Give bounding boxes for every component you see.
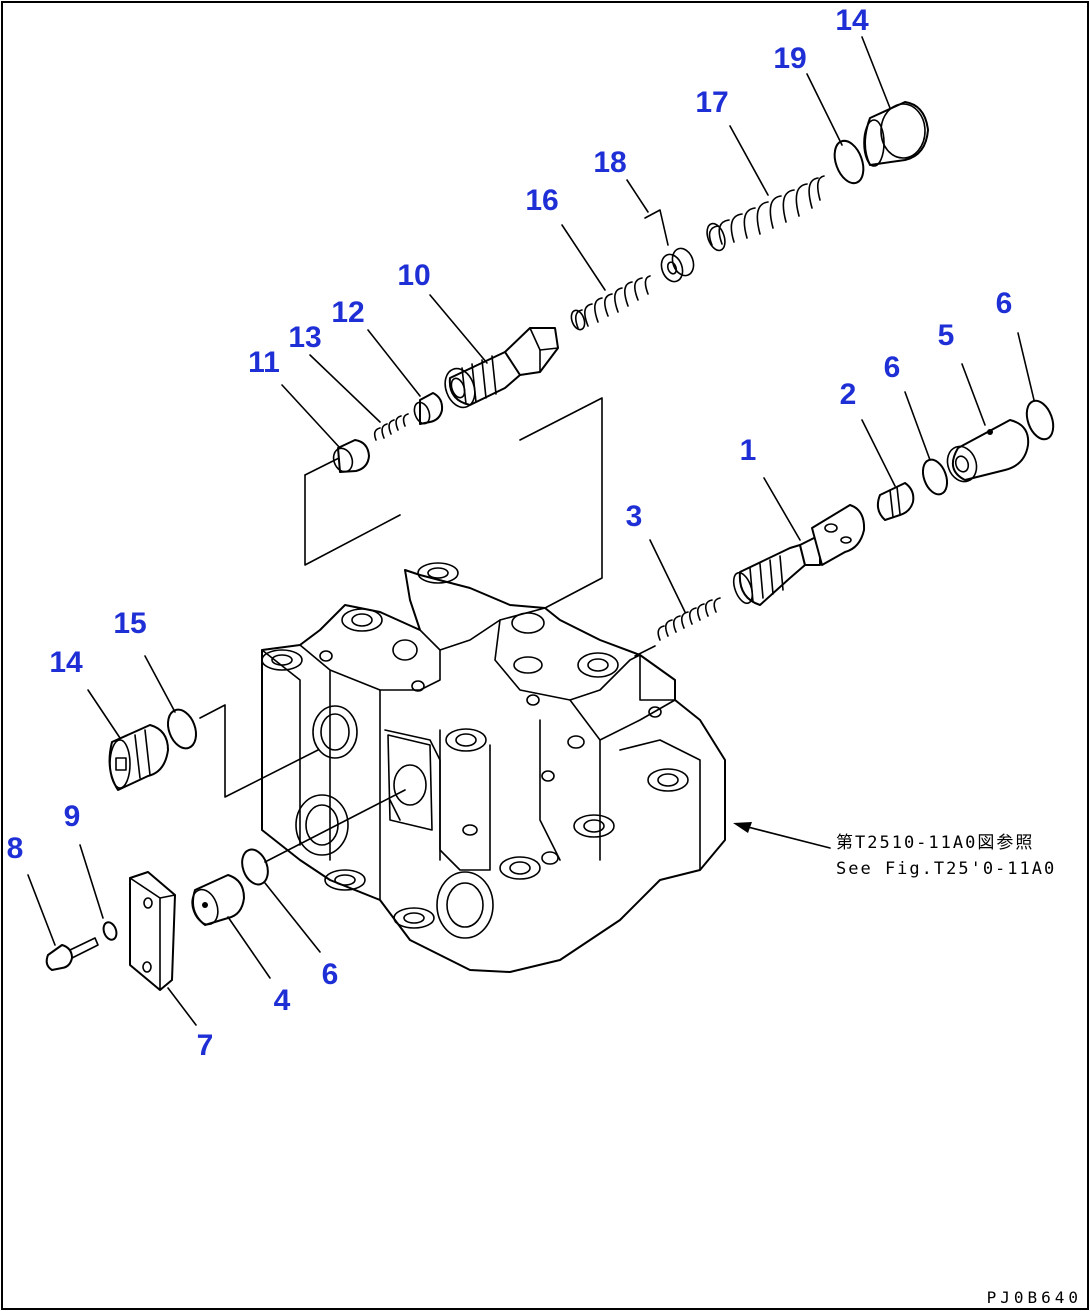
part-4-plug <box>191 874 245 926</box>
callout-6-left: 6 <box>322 958 339 991</box>
callout-labels: 14 19 17 18 16 10 12 13 11 6 5 6 2 1 3 1… <box>7 4 1013 1062</box>
callout-12: 12 <box>331 296 364 329</box>
part-6-o-ring-left <box>241 848 269 886</box>
reference-note-jp: 第T2510-11A0図参照 <box>836 833 1034 853</box>
leader-lines <box>27 36 1035 1026</box>
valve-body <box>261 562 726 973</box>
part-3-spring <box>657 597 721 641</box>
part-19-o-ring <box>833 139 865 185</box>
part-13-spring <box>373 413 409 441</box>
callout-7: 7 <box>197 1029 214 1062</box>
part-6-o-ring-right <box>1025 399 1055 441</box>
callout-5: 5 <box>938 319 955 352</box>
callout-1: 1 <box>740 434 757 467</box>
part-12-retainer <box>413 392 444 425</box>
callout-6-mid: 6 <box>884 351 901 384</box>
callout-17: 17 <box>695 86 728 119</box>
part-17-spring <box>706 175 825 252</box>
callout-6-right: 6 <box>996 287 1013 320</box>
part-8-bolt <box>45 937 99 971</box>
callout-4: 4 <box>274 984 291 1017</box>
callout-11: 11 <box>248 346 280 379</box>
part-16-spring <box>570 275 651 331</box>
part-2-plunger <box>876 482 915 521</box>
part-18-shims <box>644 209 695 283</box>
callout-2: 2 <box>840 378 857 411</box>
part-10-piston <box>444 327 559 409</box>
callout-10: 10 <box>397 259 430 292</box>
callout-13: 13 <box>288 321 321 354</box>
callout-14-left: 14 <box>49 646 83 679</box>
reference-note: 第T2510-11A0図参照 See Fig.T25'0-11A0 <box>836 833 1056 879</box>
drawing-code: PJ0B640 <box>987 1288 1082 1307</box>
part-14-plug-top <box>863 101 929 167</box>
callout-8: 8 <box>7 832 24 865</box>
part-11-check-valve <box>332 439 370 473</box>
part-7-cover-plate <box>129 871 176 991</box>
part-5-sleeve <box>946 419 1030 483</box>
callout-15: 15 <box>113 607 146 640</box>
callout-3: 3 <box>626 500 643 533</box>
assembly-guide-lines <box>199 397 656 863</box>
reference-note-en: See Fig.T25'0-11A0 <box>836 859 1056 879</box>
part-9-washer <box>102 921 118 941</box>
callout-16: 16 <box>525 184 558 217</box>
part-15-o-ring <box>166 708 198 750</box>
callout-9: 9 <box>64 800 81 833</box>
callout-14-top: 14 <box>835 4 869 37</box>
part-6-o-ring-mid <box>921 458 949 496</box>
part-14-plug-left <box>108 724 169 791</box>
part-1-spool <box>732 504 866 606</box>
callout-18: 18 <box>593 146 626 179</box>
callout-19: 19 <box>773 42 806 75</box>
